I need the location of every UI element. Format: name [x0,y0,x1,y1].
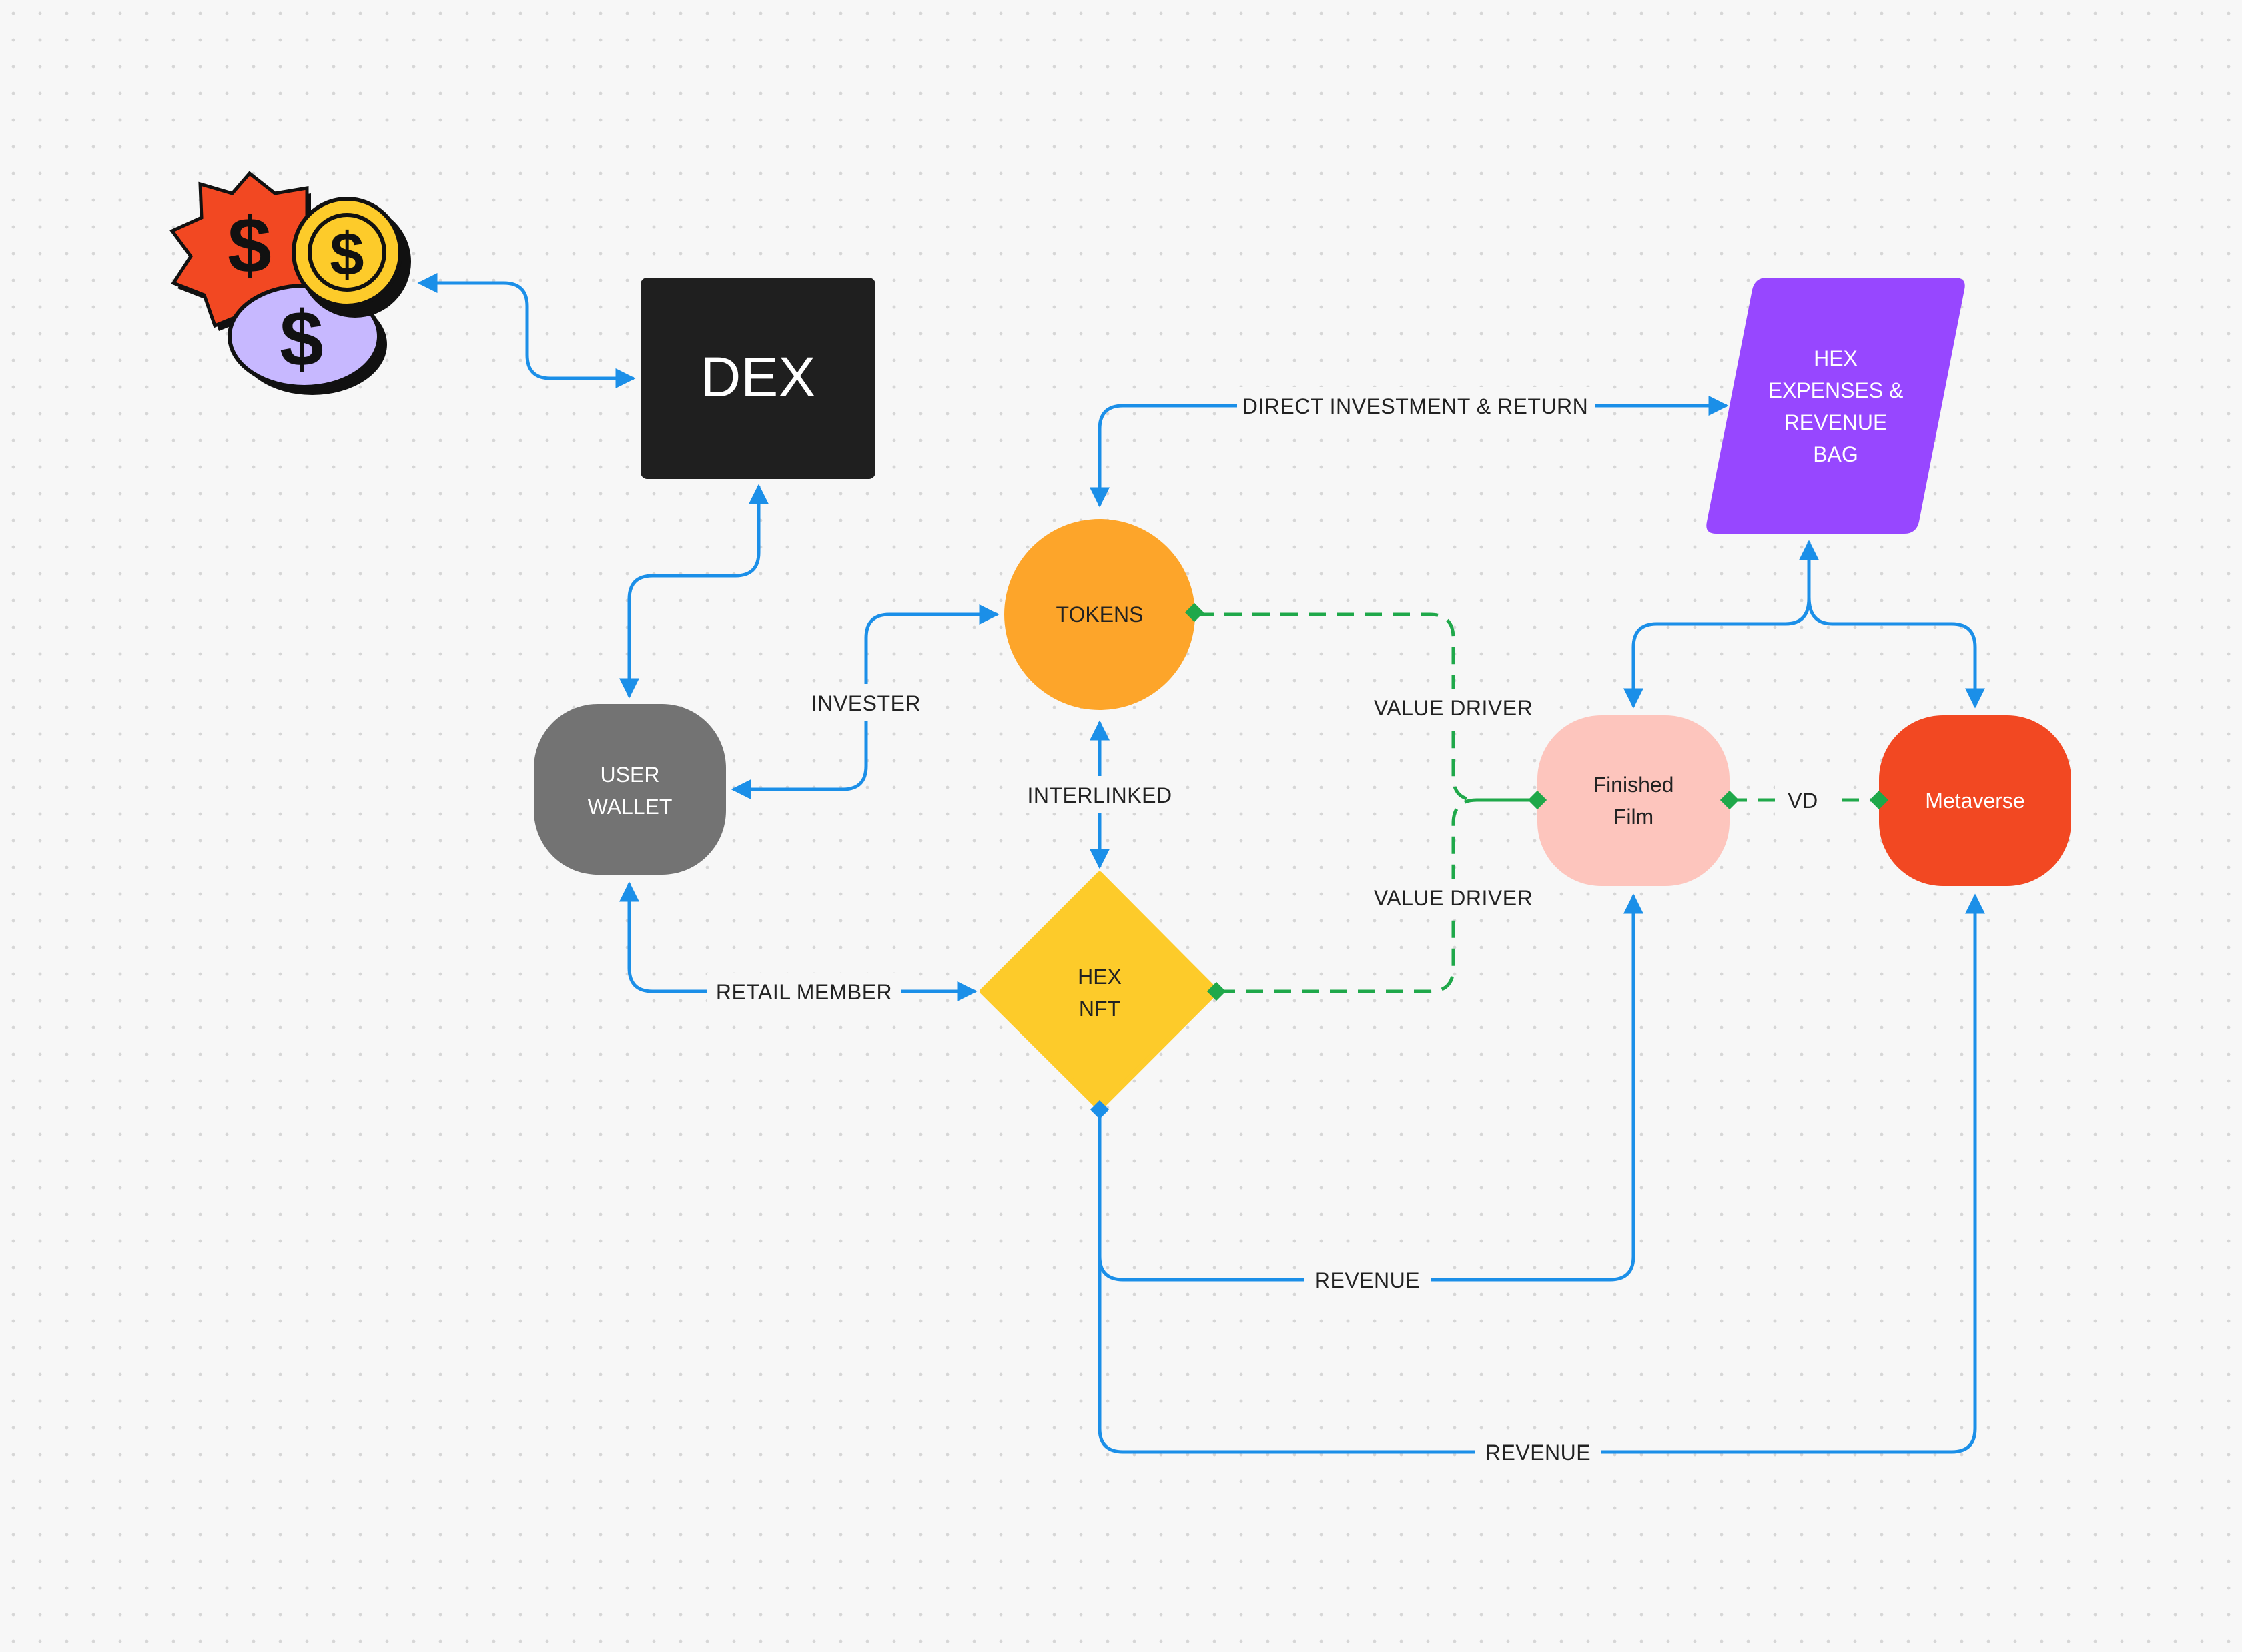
node-user-wallet-line1: USER [601,763,660,787]
node-expenses-bag-line3: REVENUE [1784,410,1888,434]
node-tokens[interactable]: TOKENS [1004,519,1195,710]
edge-label-value-driver-top: VALUE DRIVER [1374,696,1533,720]
connector-hexnft-blue [1090,1100,1110,1120]
node-hex-nft-line1: HEX [1078,965,1122,989]
node-user-wallet-line2: WALLET [588,795,673,819]
edge-label-revenue-film: REVENUE [1315,1268,1420,1292]
node-user-wallet[interactable]: USER WALLET [534,704,726,875]
edge-dex-userwallet[interactable] [619,484,769,699]
edge-expensesbag-metaverse[interactable] [1807,595,1985,709]
gold-dollar-coin-icon: $ [292,197,411,318]
node-expenses-bag[interactable]: HEX EXPENSES & REVENUE BAG [1706,278,1965,534]
connector-film-right-green [1720,790,1740,810]
edge-tokens-expensesbag[interactable] [1090,396,1729,508]
node-finished-film-line2: Film [1613,805,1653,829]
node-expenses-bag-line1: HEX [1814,346,1858,370]
connector-tokens-green [1184,602,1204,623]
node-metaverse-label: Metaverse [1925,789,2024,813]
node-hex-nft[interactable]: HEX NFT [980,871,1219,1111]
svg-text:$: $ [330,220,364,288]
node-expenses-bag-line4: BAG [1813,442,1858,466]
edge-hexnft-metaverse[interactable] [1098,893,1985,1454]
connector-hexnft-green [1206,981,1226,1001]
svg-text:$: $ [280,295,324,383]
edge-label-direct-investment: DIRECT INVESTMENT & RETURN [1242,394,1589,418]
edge-label-interlinked: INTERLINKED [1027,783,1172,807]
edge-userwallet-hexnft[interactable] [619,881,978,1001]
edge-label-vd: VD [1788,789,1818,813]
connector-film-left-green [1527,790,1547,810]
edge-label-invester: INVESTER [811,691,921,715]
node-expenses-bag-line2: EXPENSES & [1768,378,1904,402]
node-finished-film[interactable]: Finished Film [1537,715,1730,886]
edge-label-revenue-metaverse: REVENUE [1485,1440,1591,1465]
edge-icon-dex[interactable] [417,273,636,388]
connector-diamonds [1090,602,1889,1120]
money-stickers-icon[interactable]: $ $ $ [169,171,411,395]
connector-metaverse-green [1869,790,1889,810]
node-tokens-label: TOKENS [1056,602,1144,627]
edge-expensesbag-finishedfilm[interactable] [1623,540,1819,709]
node-hex-nft-line2: NFT [1079,997,1120,1021]
edge-label-retail-member: RETAIL MEMBER [716,980,892,1004]
edge-label-value-driver-bottom: VALUE DRIVER [1374,886,1533,910]
svg-text:$: $ [228,201,272,290]
node-dex-label: DEX [701,346,816,408]
node-metaverse[interactable]: Metaverse [1879,715,2071,886]
node-finished-film-line1: Finished [1593,773,1674,797]
node-dex[interactable]: DEX [641,278,875,479]
